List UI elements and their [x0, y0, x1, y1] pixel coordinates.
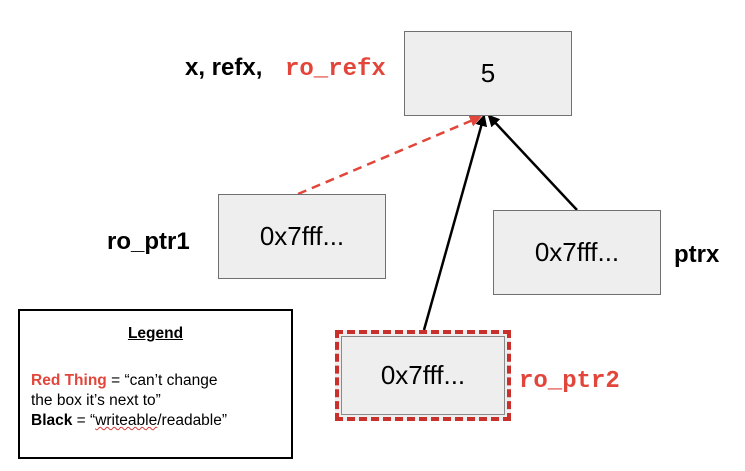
ro-refx-label: ro_refx [285, 56, 386, 83]
legend-red-line1: Red Thing = “can’t change [31, 371, 227, 391]
ro-ptr1-label: ro_ptr1 [107, 228, 190, 255]
legend-black-def-suffix: /readable” [157, 412, 228, 429]
legend-black-def-prefix: = “ [72, 412, 96, 429]
arrow-ro-ptr1-to-x [297, 115, 482, 196]
ptrx-value: 0x7fff... [534, 237, 620, 267]
legend-box: Legend Red Thing = “can’t change the box… [18, 309, 293, 459]
ro-ptr2-label: ro_ptr2 [519, 368, 620, 395]
arrow-ro-ptr2-to-x [422, 114, 488, 331]
x-value: 5 [480, 58, 496, 88]
ro-ptr2-box: 0x7fff... [335, 330, 511, 421]
legend-title: Legend [127, 325, 184, 342]
legend-black-line: Black = “writeable/readable” [31, 411, 227, 431]
ptrx-label: ptrx [674, 241, 720, 268]
ro-ptr1-value: 0x7fff... [259, 221, 345, 251]
legend-body: Red Thing = “can’t change the box it’s n… [31, 371, 227, 431]
ptrx-box: 0x7fff... [493, 210, 661, 295]
x-value-box: 5 [404, 31, 572, 116]
arrow-ptrx-to-x [487, 114, 578, 211]
legend-red-def-line1: = “can’t change [106, 372, 218, 389]
legend-red-line2: the box it’s next to” [31, 392, 161, 409]
legend-red-term: Red Thing [31, 372, 107, 389]
ro-ptr1-box: 0x7fff... [218, 194, 386, 279]
x-refx-label: x, refx, [185, 54, 263, 81]
ro-ptr2-value: 0x7fff... [380, 360, 466, 390]
legend-black-term: Black [31, 412, 73, 429]
legend-black-def-word: writeable [95, 412, 158, 429]
